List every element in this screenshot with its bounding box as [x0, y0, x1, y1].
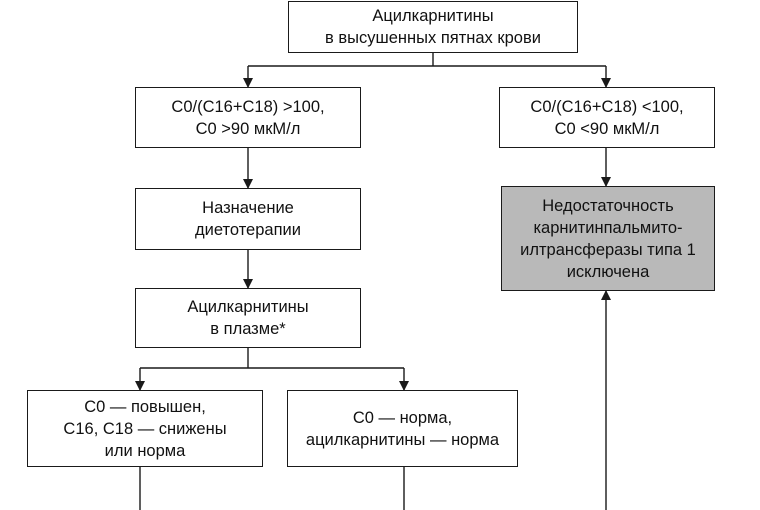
right-criterion-box: C0/(C16+C18) <100, C0 <90 мкМ/л: [499, 87, 715, 148]
c0-normal-label: C0 — норма, ацилкарнитины — норма: [305, 408, 500, 449]
excluded-label: Недостаточность карнитинпальмито- илтран…: [520, 196, 696, 281]
diet-label: Назначение диетотерапии: [195, 199, 301, 239]
diet-box: Назначение диетотерапии: [135, 188, 361, 250]
left-criterion-label: C0/(C16+C18) >100, C0 >90 мкМ/л: [171, 97, 325, 138]
plasma-box: Ацилкарнитины в плазме*: [135, 288, 361, 348]
excluded-box: Недостаточность карнитинпальмито- илтран…: [501, 186, 715, 291]
left-criterion-box: C0/(C16+C18) >100, C0 >90 мкМ/л: [135, 87, 361, 148]
top-box-label: Ацилкарнитины в высушенных пятнах крови: [325, 7, 541, 47]
c0-normal-box: C0 — норма, ацилкарнитины — норма: [287, 390, 518, 467]
c0-elevated-box: C0 — повышен, C16, C18 — снижены или нор…: [27, 390, 263, 467]
top-box: Ацилкарнитины в высушенных пятнах крови: [288, 1, 578, 53]
plasma-label: Ацилкарнитины в плазме*: [187, 298, 309, 338]
right-criterion-label: C0/(C16+C18) <100, C0 <90 мкМ/л: [530, 97, 684, 138]
c0-elevated-label: C0 — повышен, C16, C18 — снижены или нор…: [63, 397, 227, 460]
